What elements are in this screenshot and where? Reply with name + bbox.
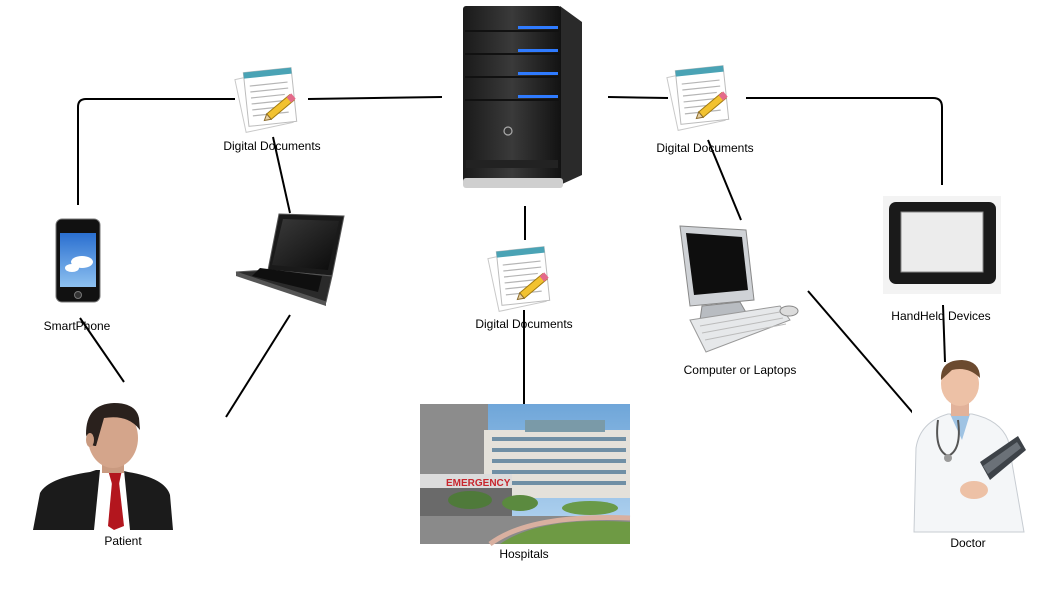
edge-server-doc-right [607, 96, 669, 99]
hospital-label: Hospitals [499, 547, 549, 561]
hospital-building-icon: EMERGENCY [420, 404, 631, 547]
emergency-sign: EMERGENCY [446, 478, 511, 489]
edge-doc-left-server [307, 96, 443, 100]
smartphone-icon [55, 218, 101, 303]
edge-tablet-doctor [942, 304, 946, 363]
edge-doc-right-desktop [707, 139, 742, 221]
smartphone-label: SmartPhone [43, 319, 111, 333]
edge-doc-left-smartphone [77, 98, 235, 205]
tablet-icon [883, 196, 1001, 294]
edge-smartphone-patient [79, 317, 125, 383]
document-icon [234, 67, 298, 133]
doc-left-label: Digital Documents [223, 139, 321, 153]
connection-lines [77, 96, 946, 418]
server-icon [442, 0, 608, 204]
edge-doc-right-tablet [746, 97, 943, 185]
document-icon [487, 246, 551, 312]
edge-doc-left-laptop [272, 136, 291, 214]
doc-right-label: Digital Documents [656, 141, 754, 155]
patient-label: Patient [104, 534, 142, 548]
doctor-person-icon [912, 360, 1026, 533]
doctor-label: Doctor [950, 536, 986, 550]
patient-person-icon [33, 403, 173, 530]
laptop-icon [235, 213, 345, 306]
tablet-label: HandHeld Devices [891, 309, 991, 323]
desktop-computer-icon [679, 225, 799, 353]
edge-laptop-patient [225, 314, 291, 418]
document-icon [666, 65, 730, 131]
edge-desktop-doctor [807, 290, 914, 414]
desktop-label: Computer or Laptops [683, 363, 797, 377]
doc-center-label: Digital Documents [475, 317, 573, 331]
